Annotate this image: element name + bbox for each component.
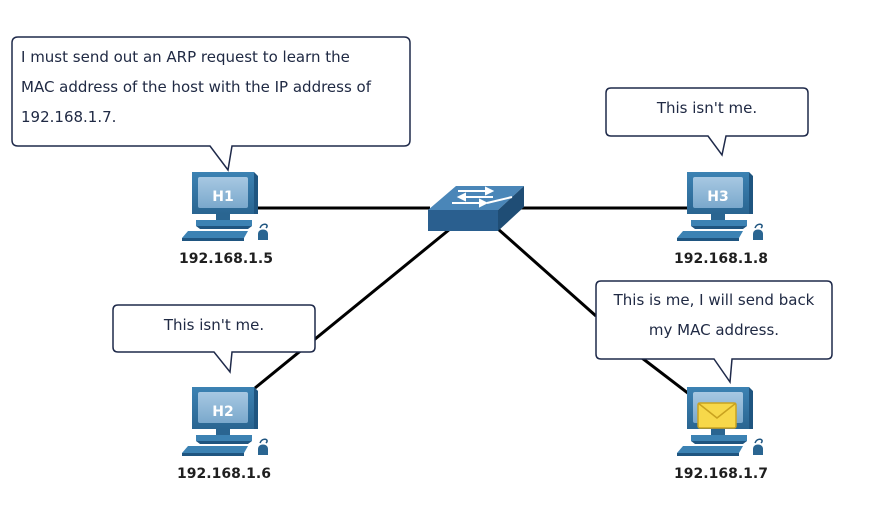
ip-label-h4: 192.168.1.7 [674,466,768,482]
callout-h1 [11,36,411,172]
ip-label-h2: 192.168.1.6 [177,466,271,482]
network-switch-icon [428,186,524,231]
link-switch-h4-upper [497,227,597,318]
callout-h4-line-2: my MAC address. [648,321,780,339]
callout-h3 [605,87,809,157]
host-name-h1: H1 [212,189,233,205]
callout-h2-text: This isn't me. [163,316,265,334]
host-h4: H4 [676,386,764,457]
desktop-computer-icon [181,171,269,242]
callout-h4-line-1: This is me, I will send back [613,291,815,309]
callout-h1-line-3: 192.168.1.7. [21,108,117,126]
host-h1: H1 [181,171,269,242]
host-name-h3: H3 [707,189,728,205]
host-h2: H2 [181,386,269,457]
callout-h4 [595,280,833,385]
desktop-computer-icon [181,386,269,457]
envelope-icon [697,402,737,429]
network-links [254,206,694,399]
ip-label-h3: 192.168.1.8 [674,251,768,267]
callout-h1-line-1: I must send out an ARP request to learn … [21,48,350,66]
link-switch-h2 [254,227,451,390]
callout-h2 [112,304,316,374]
host-name-h2: H2 [212,404,233,420]
host-h3: H3 [676,171,764,242]
callout-h3-text: This isn't me. [656,99,758,117]
link-switch-h4-lower [641,356,694,399]
callout-h1-line-2: MAC address of the host with the IP addr… [21,78,372,96]
desktop-computer-icon [676,171,764,242]
ip-label-h1: 192.168.1.5 [179,251,273,267]
